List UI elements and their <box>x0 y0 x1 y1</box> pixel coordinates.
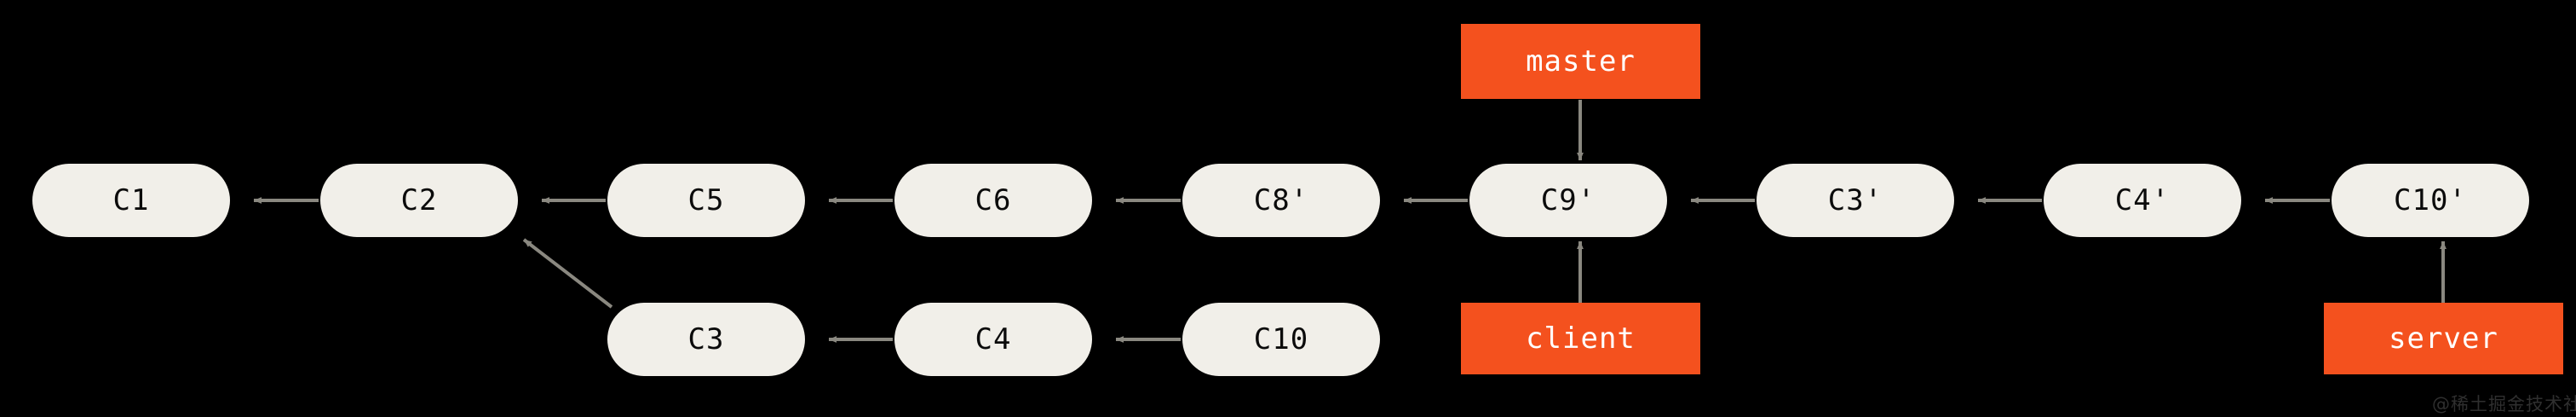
branch-label-server[interactable]: server <box>2324 303 2563 374</box>
commit-node-c3-prime[interactable]: C3' <box>1757 164 1954 237</box>
commit-node-c4[interactable]: C4 <box>894 303 1092 376</box>
commit-node-c4-prime[interactable]: C4' <box>2044 164 2241 237</box>
commit-node-c6[interactable]: C6 <box>894 164 1092 237</box>
commit-node-c5[interactable]: C5 <box>607 164 805 237</box>
commit-node-c1[interactable]: C1 <box>32 164 230 237</box>
commit-node-c8-prime[interactable]: C8' <box>1182 164 1380 237</box>
branch-label-client[interactable]: client <box>1461 303 1700 374</box>
commit-node-c10-prime[interactable]: C10' <box>2332 164 2529 237</box>
commit-node-c9-prime[interactable]: C9' <box>1469 164 1667 237</box>
commit-node-c10[interactable]: C10 <box>1182 303 1380 376</box>
watermark-text: @稀土掘金技术社区 <box>2432 394 2576 414</box>
commit-node-c3[interactable]: C3 <box>607 303 805 376</box>
edge-c3-to-c2-diagonal <box>522 238 613 309</box>
commit-node-c2[interactable]: C2 <box>320 164 518 237</box>
branch-label-master[interactable]: master <box>1461 24 1700 99</box>
